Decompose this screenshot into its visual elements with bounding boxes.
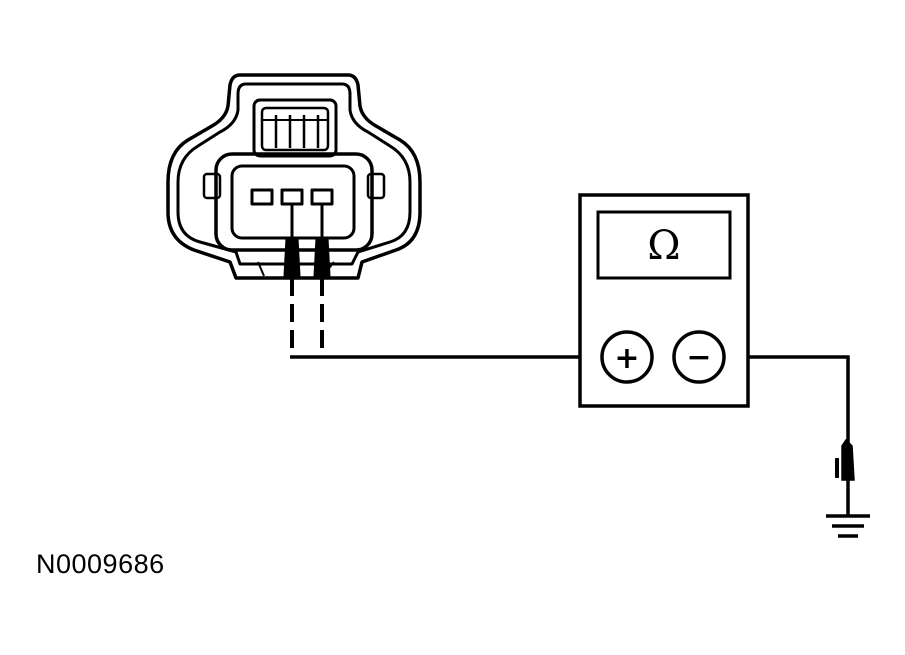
- connector-right-rib: [366, 172, 386, 200]
- connector-pin-1: [250, 188, 274, 206]
- connector-latch-inner: [260, 106, 330, 152]
- test-probes: [283, 204, 331, 356]
- wiring: [290, 355, 850, 446]
- ground-connection: [826, 438, 870, 538]
- ground-probe-icon: [841, 438, 855, 481]
- multimeter-display: [596, 210, 732, 280]
- multimeter: Ω + −: [578, 193, 750, 408]
- probe-tip-left: [283, 237, 301, 277]
- connector-outer-shell: [166, 73, 422, 280]
- connector-pin-3: [310, 188, 334, 206]
- positive-terminal-label: +: [614, 341, 639, 376]
- connector-pin-2: [280, 188, 304, 206]
- figure-id-label: N0009686: [36, 549, 165, 579]
- connector-left-rib: [202, 172, 222, 200]
- probe-tip-right: [313, 237, 331, 277]
- wire-to-ground: [722, 355, 850, 446]
- positive-terminal: [600, 330, 654, 384]
- negative-terminal-label: −: [686, 340, 711, 375]
- negative-terminal: [672, 330, 726, 384]
- connector-latch: [252, 98, 338, 158]
- ohm-symbol: Ω: [647, 223, 680, 269]
- connector-inner-shell: [176, 82, 412, 266]
